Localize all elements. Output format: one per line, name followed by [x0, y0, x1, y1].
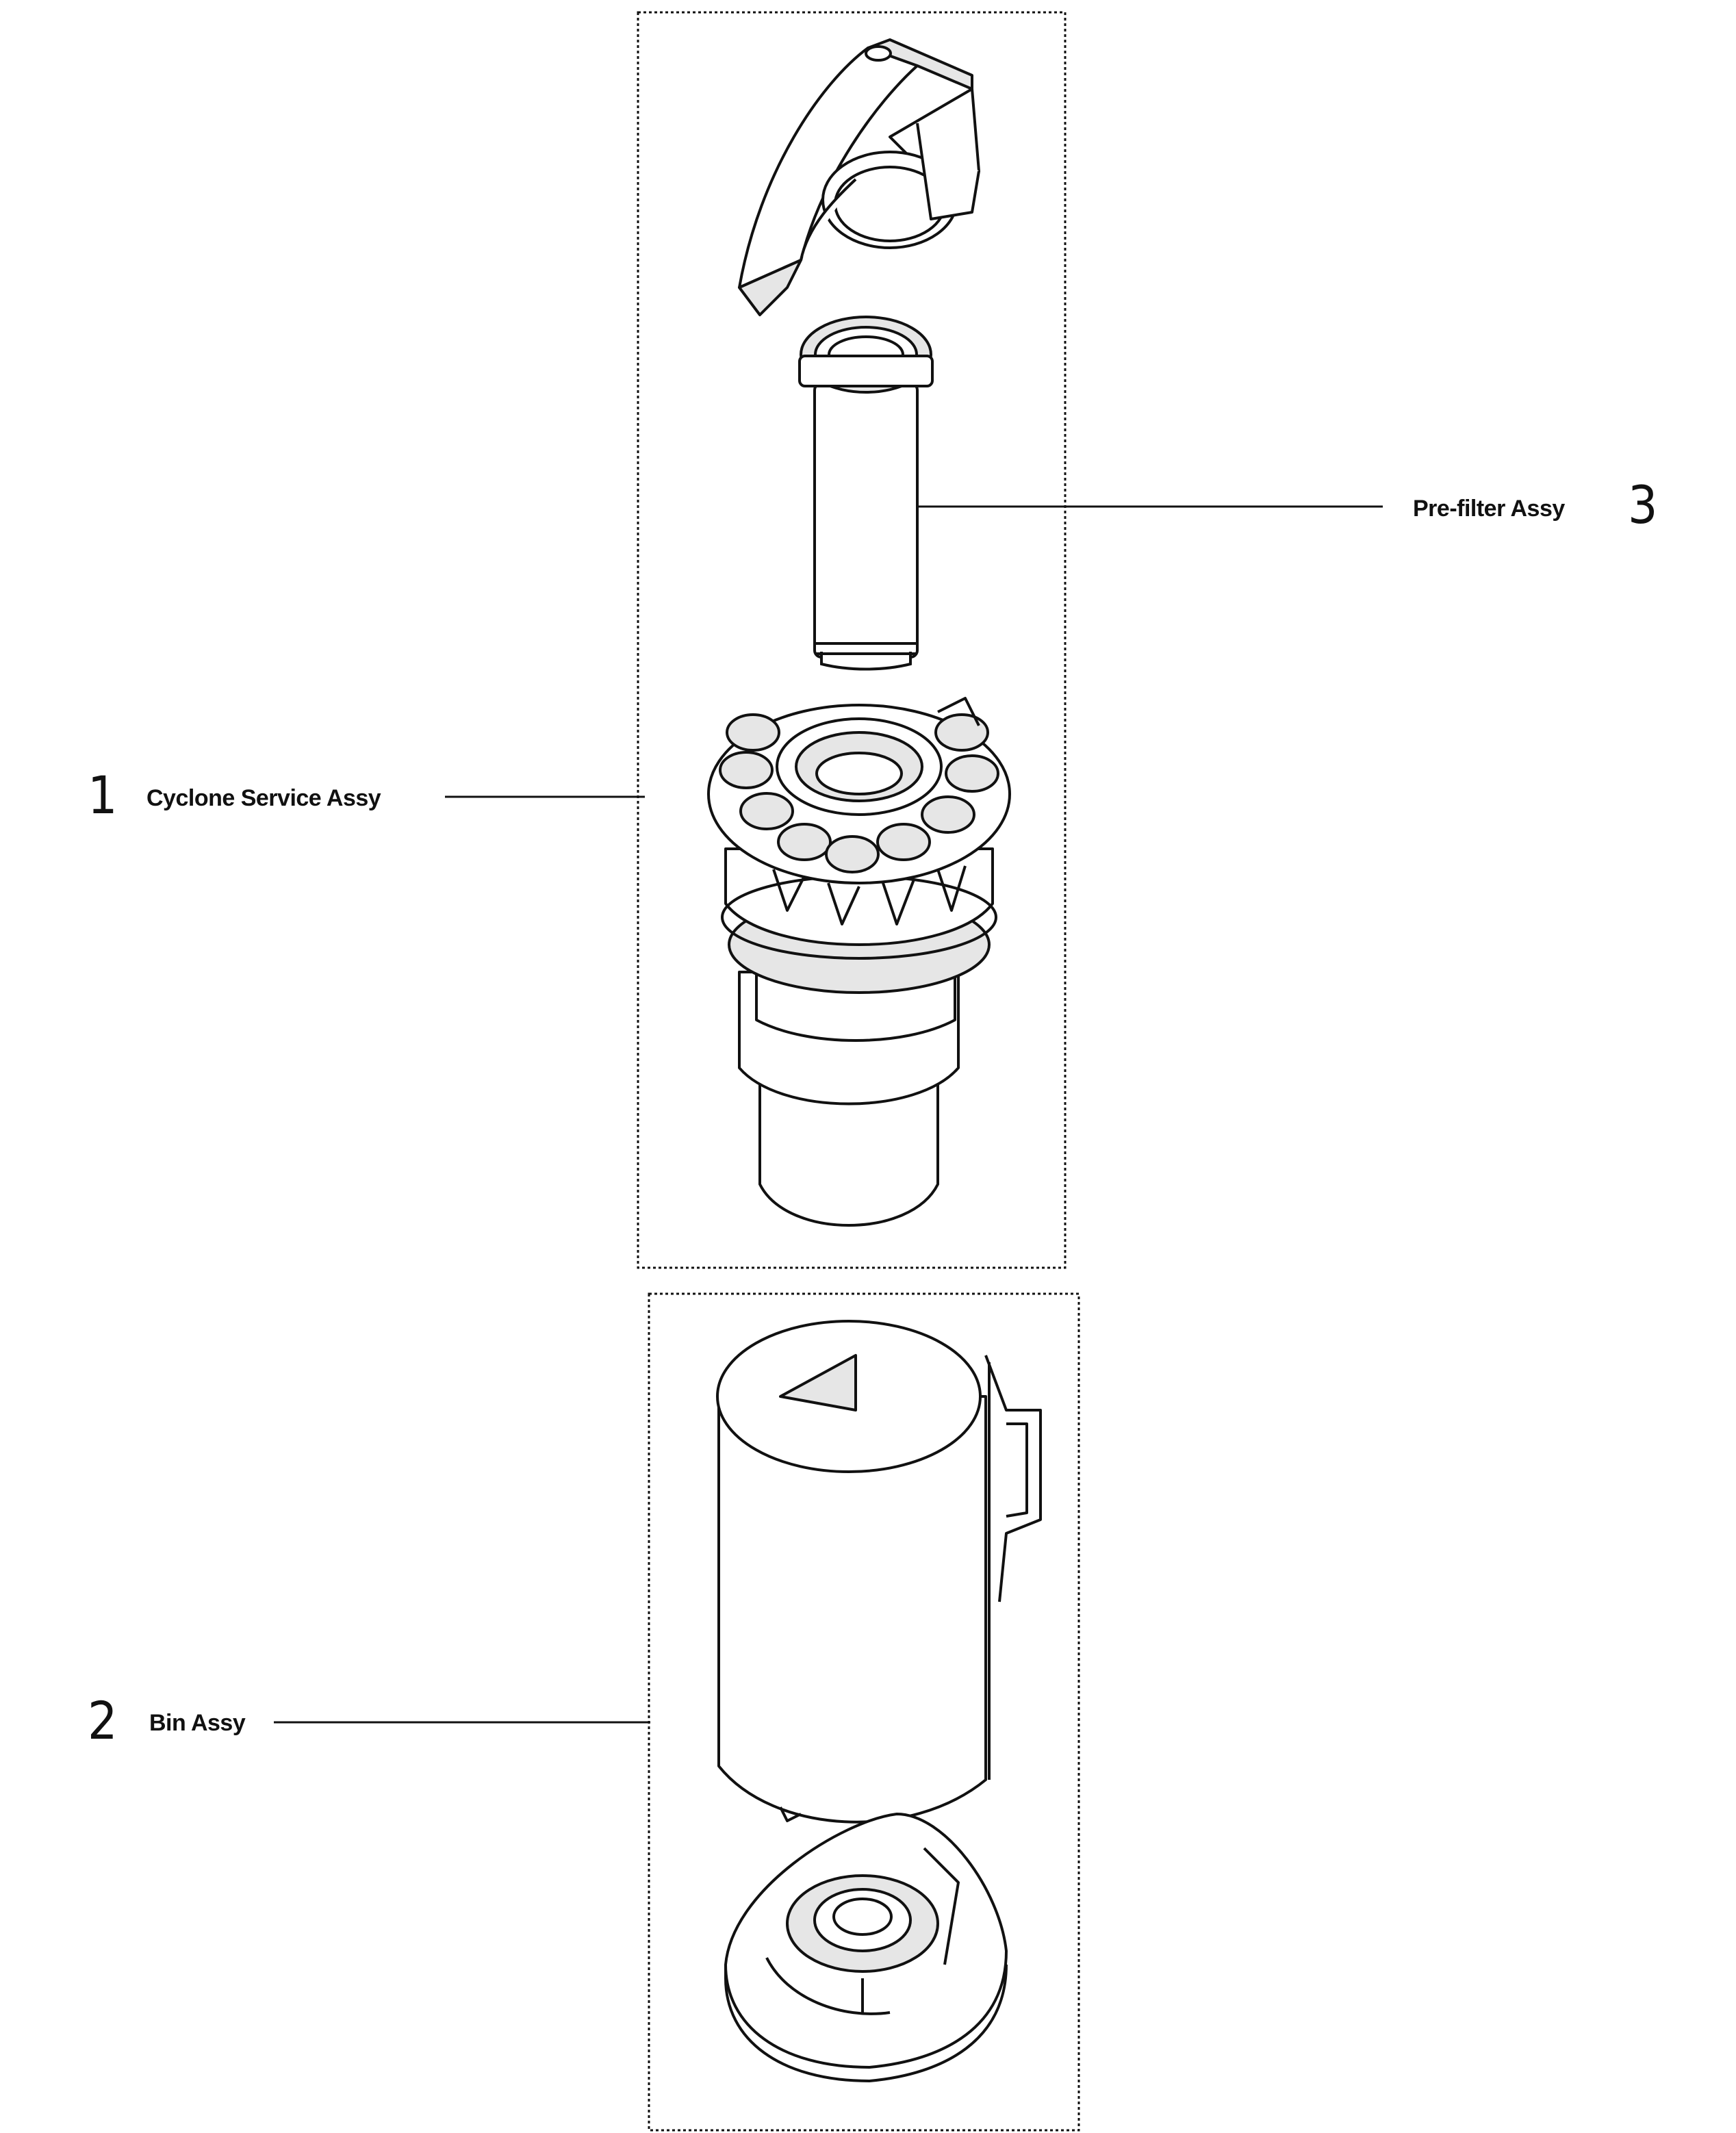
- callout-number-3: 3: [1628, 474, 1658, 535]
- callout-label-3: Pre-filter Assy: [1413, 496, 1565, 522]
- cyclone-drawing: [707, 697, 1011, 1227]
- callout-number-2: 2: [88, 1690, 118, 1751]
- callout-label-2: Bin Assy: [149, 1710, 246, 1736]
- clip-handle-drawing: [738, 38, 980, 316]
- callout-number-1: 1: [88, 765, 118, 826]
- cyclone-group-box: [637, 11, 1067, 1269]
- callout-label-1: Cyclone Service Assy: [146, 785, 381, 811]
- bin-base-drawing: [724, 1813, 1008, 2082]
- pre-filter-drawing: [798, 316, 934, 671]
- bin-drawing: [716, 1320, 1042, 1824]
- bin-group-box: [648, 1292, 1080, 2132]
